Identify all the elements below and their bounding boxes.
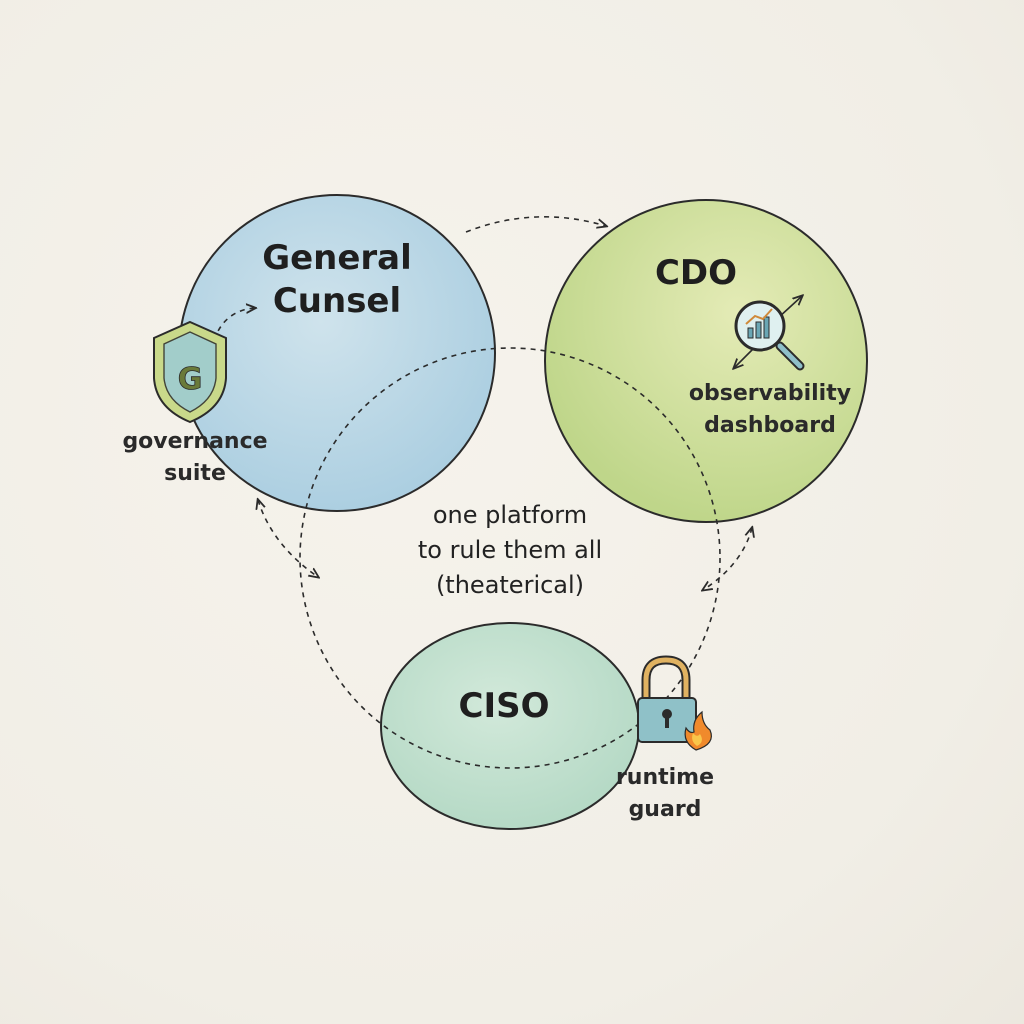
runtime-label-line-1: runtime xyxy=(615,765,715,790)
counsel-label-line-1: General xyxy=(262,238,412,278)
ciso-role-label: CISO xyxy=(404,685,604,728)
counsel-label-line-2: Cunsel xyxy=(272,280,402,321)
runtime-tool-label: runtime guard xyxy=(590,762,740,826)
connector-magnifier-in xyxy=(734,347,755,368)
center-label-line-2: to rule them all xyxy=(417,535,603,564)
observability-label-line-1: observability xyxy=(688,381,852,406)
padlock-flame-icon xyxy=(637,655,712,751)
observability-tool-label: observability dashboard xyxy=(670,378,870,442)
runtime-label-line-2: guard xyxy=(628,796,702,822)
platform-center-label: one platform to rule them all (theaterical… xyxy=(380,498,640,602)
cdo-circle xyxy=(544,199,868,523)
governance-tool-label: governance suite xyxy=(105,426,285,490)
connector-cdo-ciso xyxy=(703,528,752,590)
cdo-role-label: CDO xyxy=(596,252,796,295)
governance-label-line-1: governance xyxy=(122,429,268,454)
cdo-label-line-1: CDO xyxy=(654,253,738,293)
observability-label-line-2: dashboard xyxy=(704,412,836,438)
governance-label-line-2: suite xyxy=(164,460,226,486)
shield-g-icon: G xyxy=(153,320,227,424)
center-label-line-1: one platform xyxy=(432,501,588,529)
center-label-line-3: (theaterical) xyxy=(435,570,585,599)
ciso-label-line-1: CISO xyxy=(458,686,550,726)
svg-text:G: G xyxy=(178,362,203,397)
connector-counsel-cdo xyxy=(465,216,606,233)
magnifier-chart-icon xyxy=(734,300,805,371)
connector-counsel-ciso xyxy=(258,500,318,577)
